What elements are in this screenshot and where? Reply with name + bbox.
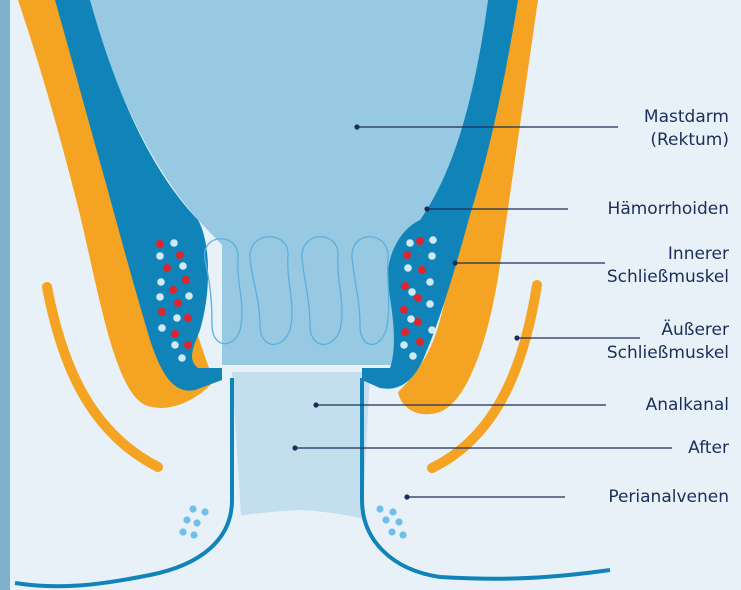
perianal-vein-dot [193,519,200,526]
hemorrhoid-dot-red [401,282,409,290]
leader-point [514,335,519,340]
label-line: After [688,437,729,460]
hemorrhoid-dot-light [426,300,434,308]
label-perianalvenen: Perianalvenen [608,486,729,509]
perianal-vein-dot [376,505,383,512]
hemorrhoid-dot-red [156,240,164,248]
leader-point [424,206,429,211]
perianal-vein-dot [189,505,196,512]
perianal-vein-dot [190,531,197,538]
hemorrhoid-dot-red [400,306,408,314]
hemorrhoid-dot-red [163,264,171,272]
perianal-vein-dot [388,528,395,535]
hemorrhoid-dot-red [169,286,177,294]
hemorrhoid-dot-red [158,308,166,316]
hemorrhoid-dot-red [184,341,192,349]
hemorrhoid-dot-red [416,338,424,346]
label-line: Perianalvenen [608,486,729,509]
hemorrhoid-dot-light [426,278,434,286]
hemorrhoid-dot-red [401,328,409,336]
hemorrhoid-dot-light [408,288,416,296]
label-line: Äußerer [607,319,729,342]
hemorrhoid-dot-red [414,294,422,302]
hemorrhoid-dot-light [173,314,181,322]
hemorrhoid-dot-light [406,239,414,247]
leader-point [452,260,457,265]
perianal-vein-dot [179,528,186,535]
left-edge-shading [0,0,10,590]
perianal-vein-dot [183,516,190,523]
anal-canal-lumen [232,372,370,530]
perianal-vein-dot [395,518,402,525]
label-line: Schließmuskel [607,266,729,289]
hemorrhoid-dot-red [184,314,192,322]
hemorrhoid-dot-light [178,354,186,362]
hemorrhoid-dot-light [400,341,408,349]
leader-point [404,494,409,499]
hemorrhoid-dot-red [416,237,424,245]
label-line: (Rektum) [644,129,729,152]
hemorrhoid-dot-red [414,318,422,326]
label-haemorrhoiden: Hämorrhoiden [608,198,729,221]
hemorrhoid-dot-red [182,276,190,284]
hemorrhoid-dot-light [156,293,164,301]
hemorrhoid-dot-light [429,236,437,244]
hemorrhoid-dot-light [428,252,436,260]
hemorrhoid-dot-light [157,278,165,286]
hemorrhoid-dot-light [156,252,164,260]
label-line: Schließmuskel [607,342,729,365]
hemorrhoid-dot-red [176,251,184,259]
hemorrhoid-dot-light [170,239,178,247]
leader-point [354,124,359,129]
label-after: After [688,437,729,460]
label-analkanal: Analkanal [646,394,729,417]
hemorrhoid-dot-light [407,315,415,323]
label-innerer-schliessmuskel: Innerer Schließmuskel [607,243,729,289]
leader-point [313,402,318,407]
label-aeusserer-schliessmuskel: Äußerer Schließmuskel [607,319,729,365]
hemorrhoid-dot-light [171,341,179,349]
label-line: Hämorrhoiden [608,198,729,221]
label-line: Innerer [607,243,729,266]
hemorrhoid-dot-light [179,262,187,270]
hemorrhoid-dot-red [171,330,179,338]
hemorrhoid-dot-light [428,326,436,334]
hemorrhoid-dot-red [174,299,182,307]
hemorrhoid-dot-red [418,266,426,274]
label-line: Analkanal [646,394,729,417]
hemorrhoid-dot-red [403,251,411,259]
label-mastdarm: Mastdarm (Rektum) [644,106,729,152]
perianal-vein-dot [399,531,406,538]
hemorrhoid-dot-light [185,292,193,300]
perianal-vein-dot [201,508,208,515]
perianal-vein-dot [389,508,396,515]
label-line: Mastdarm [644,106,729,129]
hemorrhoid-dot-light [158,324,166,332]
hemorrhoid-dot-light [404,264,412,272]
leader-point [292,445,297,450]
perianal-vein-dot [382,516,389,523]
hemorrhoid-dot-light [409,352,417,360]
